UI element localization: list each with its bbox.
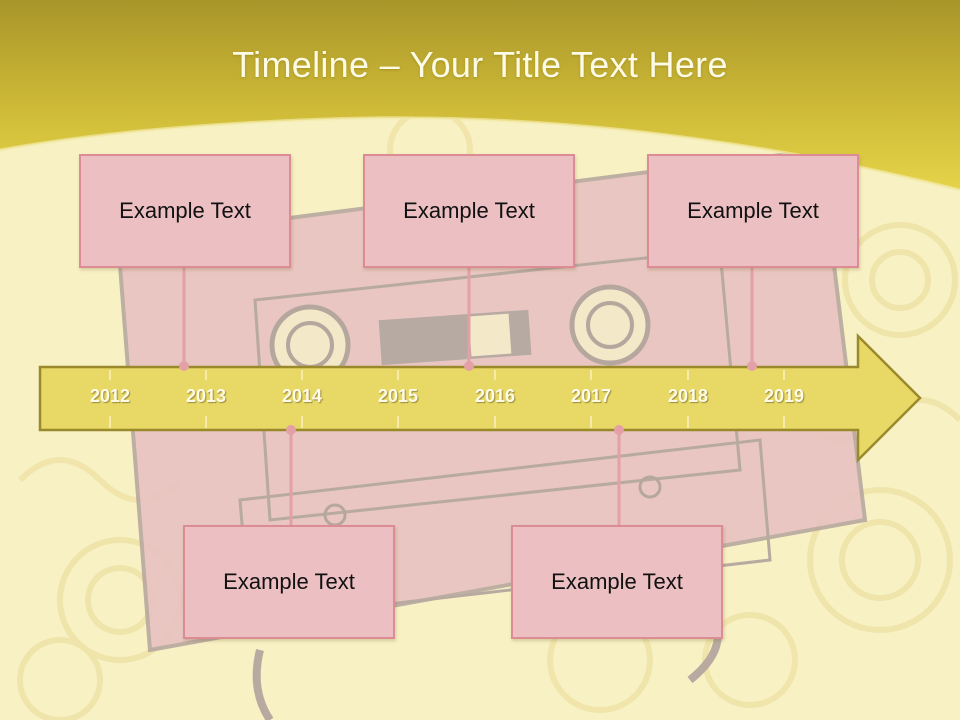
connector-lines [182,268,754,527]
event-box: Example Text [183,525,395,639]
year-label: 2014 [281,386,323,406]
slide-title: Timeline – Your Title Text Here [232,44,728,85]
year-label: 2018 [667,386,709,406]
event-box: Example Text [511,525,723,639]
event-box: Example Text [647,154,859,268]
event-text: Example Text [223,569,355,594]
year-label: 2012 [89,386,131,406]
event-box: Example Text [79,154,291,268]
year-ticks [109,370,785,428]
event-box: Example Text [363,154,575,268]
year-label: 2017 [570,386,612,406]
header-band [0,0,960,190]
timeline-arrow [38,332,922,464]
connector-dots [179,361,757,435]
year-label: 2015 [377,386,419,406]
event-text: Example Text [403,198,535,223]
year-label: 2016 [474,386,516,406]
year-label: 2019 [763,386,805,406]
event-text: Example Text [687,198,819,223]
event-text: Example Text [551,569,683,594]
event-text: Example Text [119,198,251,223]
year-label: 2013 [185,386,227,406]
